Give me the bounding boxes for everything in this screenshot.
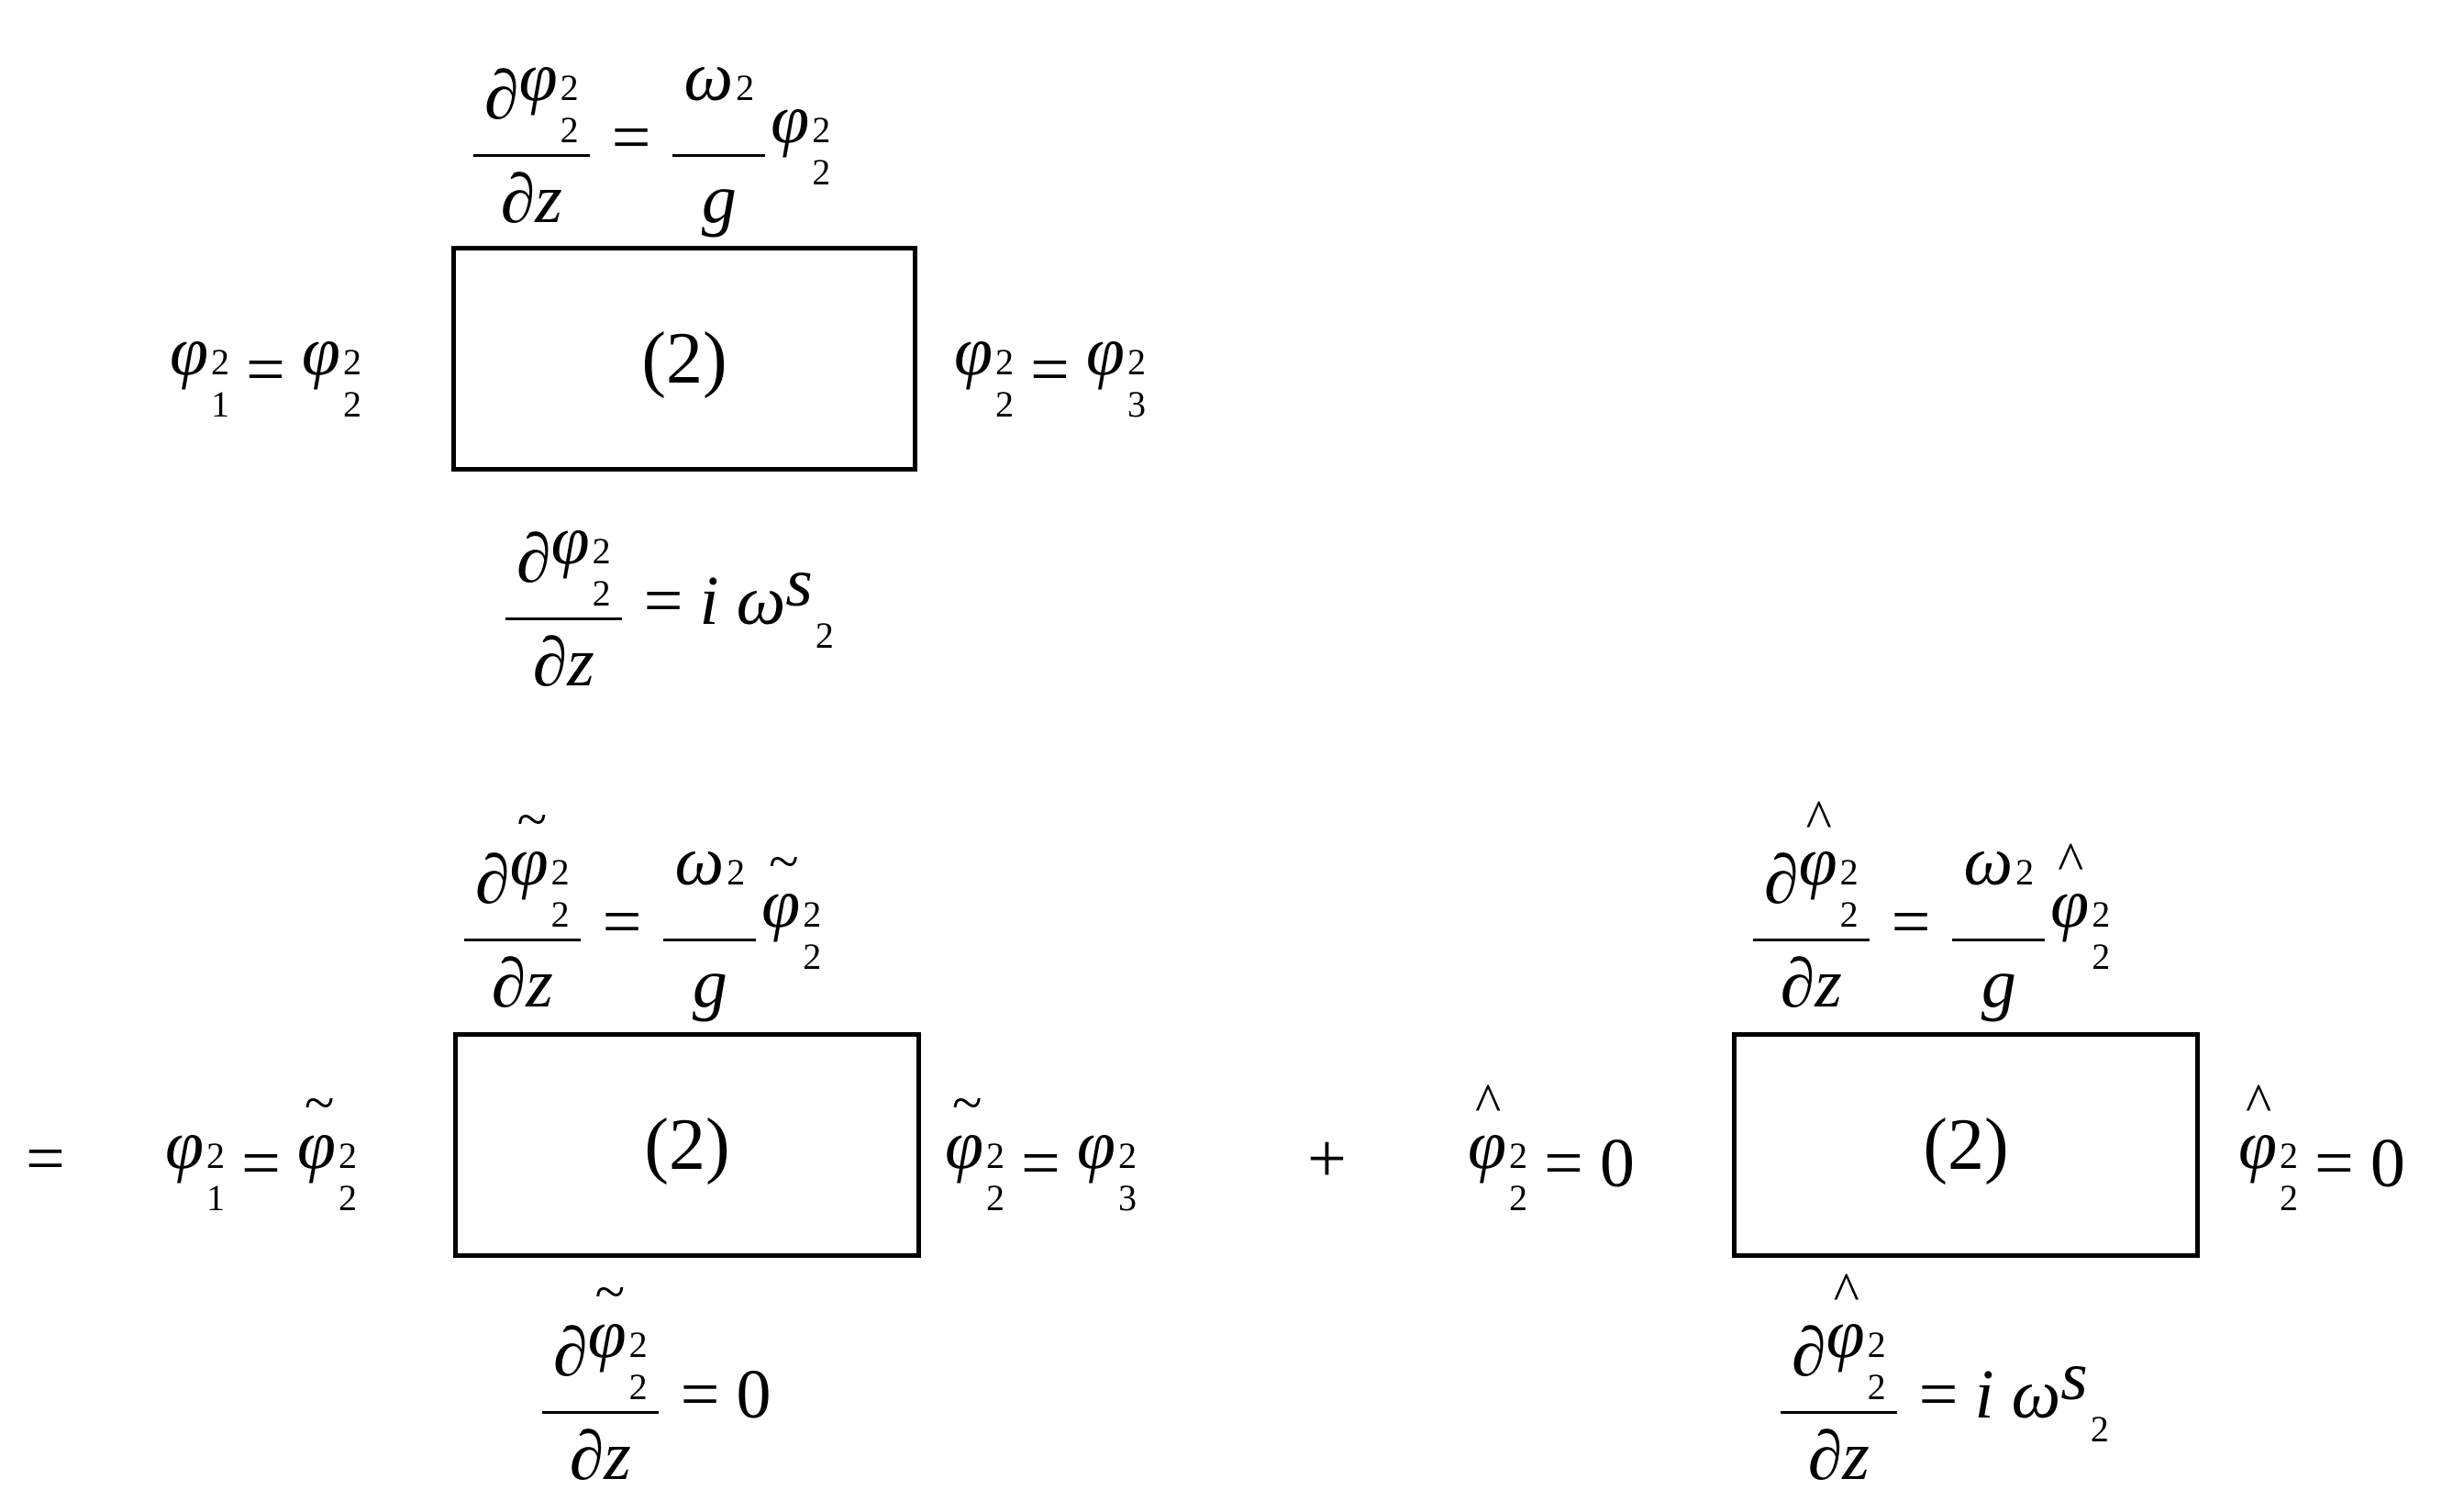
region-box-top: (2): [451, 246, 917, 472]
equals-sign-decomposition: =: [26, 1120, 65, 1197]
fraction-bar: [473, 153, 590, 157]
hat-accent: ^: [1805, 788, 1832, 850]
region-box-hat: (2): [1732, 1032, 2200, 1258]
plus-sign-decomposition: +: [1307, 1120, 1347, 1197]
region-label-hat: (2): [1923, 1105, 2009, 1185]
region-label-tilde: (2): [644, 1105, 730, 1185]
region-label-top: (2): [641, 318, 727, 399]
phi-symbol: φ: [518, 38, 558, 116]
region-box-tilde: (2): [453, 1032, 921, 1258]
tilde-accent: ~: [516, 788, 548, 850]
